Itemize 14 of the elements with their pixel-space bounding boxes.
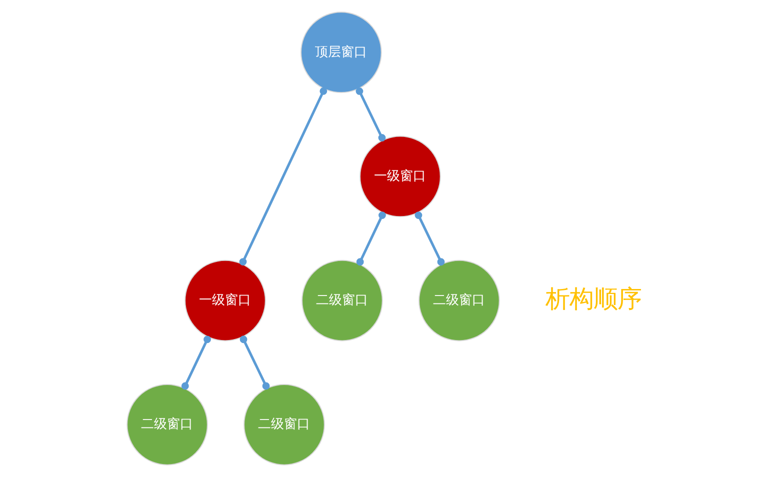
node-circle: 一级窗口 <box>359 136 440 218</box>
connector <box>238 87 327 266</box>
connector <box>414 212 444 266</box>
connector <box>356 212 386 266</box>
label: 析构顺序 <box>544 284 641 313</box>
node-circle: 二级窗口 <box>126 384 208 466</box>
node-circle: 一级窗口 <box>184 260 266 342</box>
node-circle: 二级窗口 <box>418 260 500 342</box>
connector <box>180 336 210 390</box>
connector <box>239 336 270 390</box>
connector <box>355 87 386 142</box>
node-circle: 顶层窗口 <box>300 12 382 94</box>
node-circle: 二级窗口 <box>301 260 382 342</box>
node-circle: 二级窗口 <box>243 384 324 466</box>
